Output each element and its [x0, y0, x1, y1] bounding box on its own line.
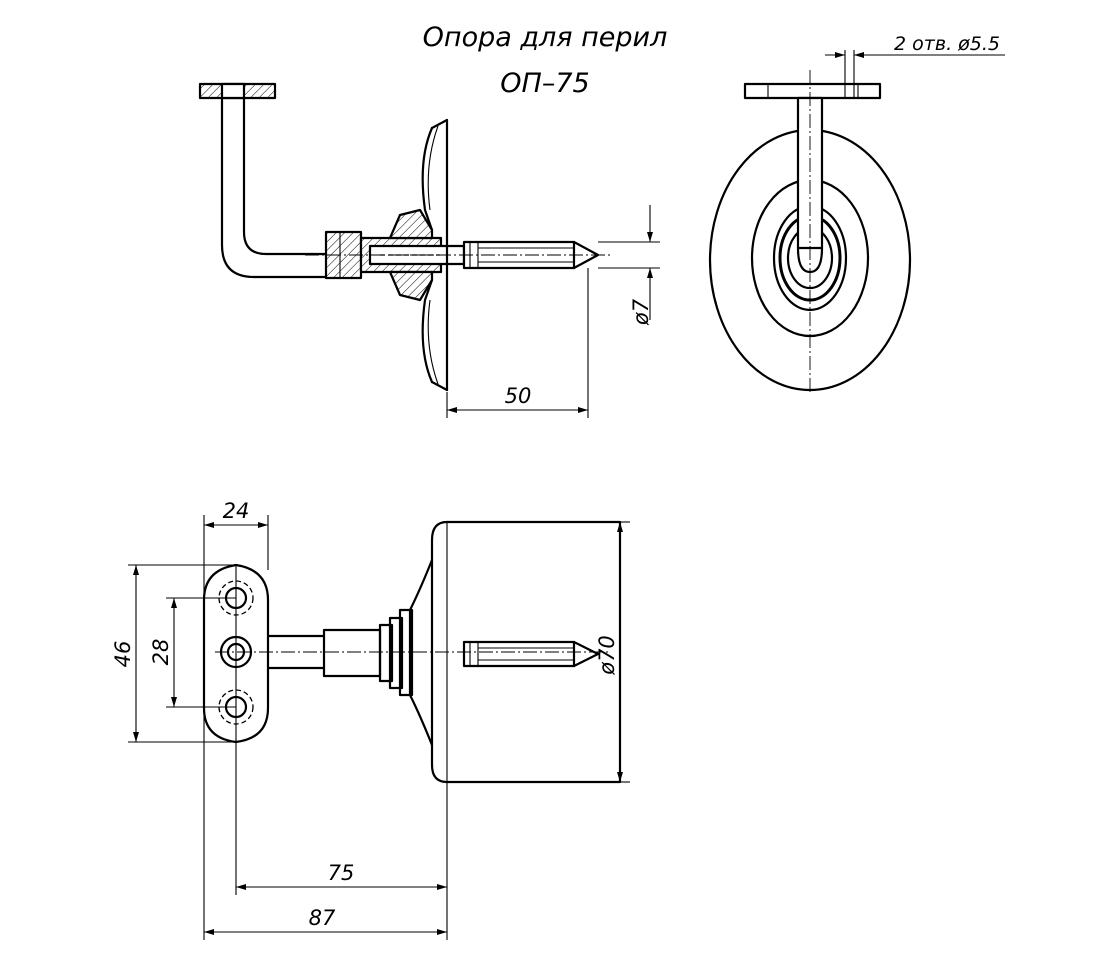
dim-pin-length: 50	[505, 384, 532, 408]
dim-center-to-disc: 75	[328, 861, 355, 885]
dim-plate-width: 24	[223, 499, 250, 523]
drawing-subtitle: ОП–75	[500, 68, 589, 99]
holes-note: 2 отв. ø5.5	[894, 33, 1000, 55]
front-view: 2 отв. ø5.5	[708, 33, 1005, 392]
dim-plate-height: 46	[111, 641, 135, 668]
dim-shaft-diameter: ø7	[629, 298, 653, 326]
drawing-title: Опора для перил	[423, 22, 668, 53]
dim-disc-diameter: ø70	[595, 635, 619, 676]
top-view: 24 46 28 ø70 75 87	[111, 499, 630, 940]
side-section-view: ø7 50	[198, 82, 660, 418]
dim-overall-length: 87	[309, 906, 336, 930]
dim-hole-spacing: 28	[149, 639, 173, 666]
